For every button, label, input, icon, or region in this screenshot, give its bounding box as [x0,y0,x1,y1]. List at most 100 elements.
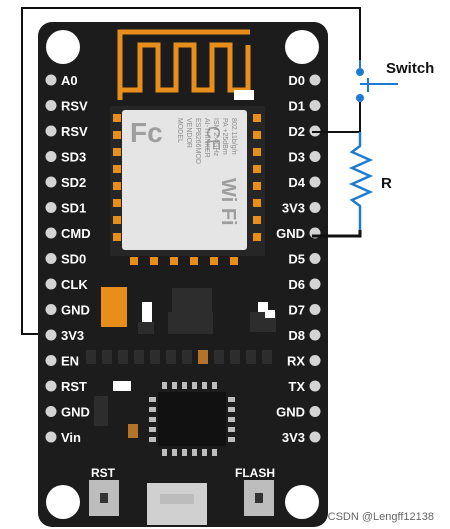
right-pin-label: D2 [288,124,305,139]
chip-pin [192,449,197,456]
right-pin-d8-hole [309,329,321,341]
row-component [230,350,240,364]
left-pin-column: A0RSVRSVSD3SD2SD1CMDSD0CLKGND3V3ENRSTGND… [45,73,91,445]
left-pin-sd1-hole [45,202,57,213]
left-pin-gnd-hole [45,304,57,315]
module-pad [113,114,121,122]
module-text-line: VENDOR [185,118,192,148]
left-pin-label: 3V3 [61,328,84,343]
module-pad [113,199,121,207]
left-pin-label: SD0 [61,252,86,267]
row-component [134,350,144,364]
ce-logo: CE [203,126,223,151]
module-pad [253,182,261,190]
chip-pin [212,449,217,456]
esp-shield [122,110,247,250]
row-component [262,350,272,364]
module-pad [113,233,121,241]
right-pin-rx-hole [309,355,321,366]
right-pin-label: D8 [288,328,305,343]
right-pin-3v3-hole [309,431,321,443]
right-pin-d0-hole [309,74,321,86]
row-component [102,350,112,364]
chip-pin [228,427,235,432]
component-row [86,350,272,364]
right-pin-label: D1 [288,99,305,114]
right-pin-3v3-hole [309,202,321,213]
left-pin-sd2-hole [45,176,57,188]
orange-capacitor [101,287,127,327]
smd-left-2 [138,322,154,334]
chip-pin [162,449,167,456]
module-pad [113,131,121,139]
left-pin-rsv-hole [45,125,57,137]
chip-pin [212,382,217,389]
smd-right [265,310,275,318]
smd-white-2 [113,381,131,391]
module-pad [113,182,121,190]
usb-chip-pins [149,382,235,456]
left-pin-label: RSV [61,124,88,139]
module-pad [150,257,158,265]
chip-pin [228,397,235,402]
chip-pin [149,427,156,432]
chip-pin [149,437,156,442]
module-pad [253,216,261,224]
row-component [118,350,128,364]
right-pin-label: D6 [288,277,305,292]
module-text-line: AI-THINKER [203,118,210,158]
module-pad [253,199,261,207]
mount-hole-top-right [285,30,319,64]
module-pad [170,257,178,265]
chip-pin [149,417,156,422]
smd-left [142,302,152,332]
chip-pin [192,382,197,389]
module-pad [113,148,121,156]
row-component [182,350,192,364]
right-pin-label: RX [287,354,305,369]
left-pin-rsv-hole [45,100,57,111]
left-pin-label: CLK [61,277,88,292]
antenna-trace [117,29,251,100]
left-pin-sd0-hole [45,253,57,264]
chip-pin [149,397,156,402]
chip-pin [202,382,207,389]
left-pin-label: EN [61,354,79,369]
right-pin-label: 3V3 [282,430,305,445]
module-pads [113,114,261,265]
left-pin-label: GND [61,303,90,318]
chip-pin [228,417,235,422]
rst-button-cap [100,493,108,503]
right-pin-d6-hole [309,278,321,290]
row-component [86,350,96,364]
chip-pin [162,382,167,389]
row-component [214,350,224,364]
regulator-tab [172,288,212,312]
switch-contact-bottom [356,94,364,102]
module-pad [253,233,261,241]
chip-pin [228,407,235,412]
left-pin-label: SD2 [61,175,86,190]
crystal [94,396,108,426]
mount-hole-top-left [46,30,80,64]
left-pin-clk-hole [45,278,57,290]
right-pin-label: 3V3 [282,201,305,216]
chip-pin [202,449,207,456]
chip-pin [172,449,177,456]
left-pin-cmd-hole [45,227,57,239]
module-pad [210,257,218,265]
switch-label: Switch [386,60,434,77]
wire-3v3-to-switch [21,7,361,335]
module-pad [230,257,238,265]
module-text-line: PA +25dBm [221,118,228,155]
chip-pin [149,407,156,412]
left-pin-label: RSV [61,99,88,114]
mount-hole-bottom-right [285,485,319,519]
right-pin-d5-hole [309,253,321,264]
right-pin-label: TX [288,379,305,394]
left-pin-label: SD3 [61,150,86,165]
micro-usb-inner [160,494,194,504]
